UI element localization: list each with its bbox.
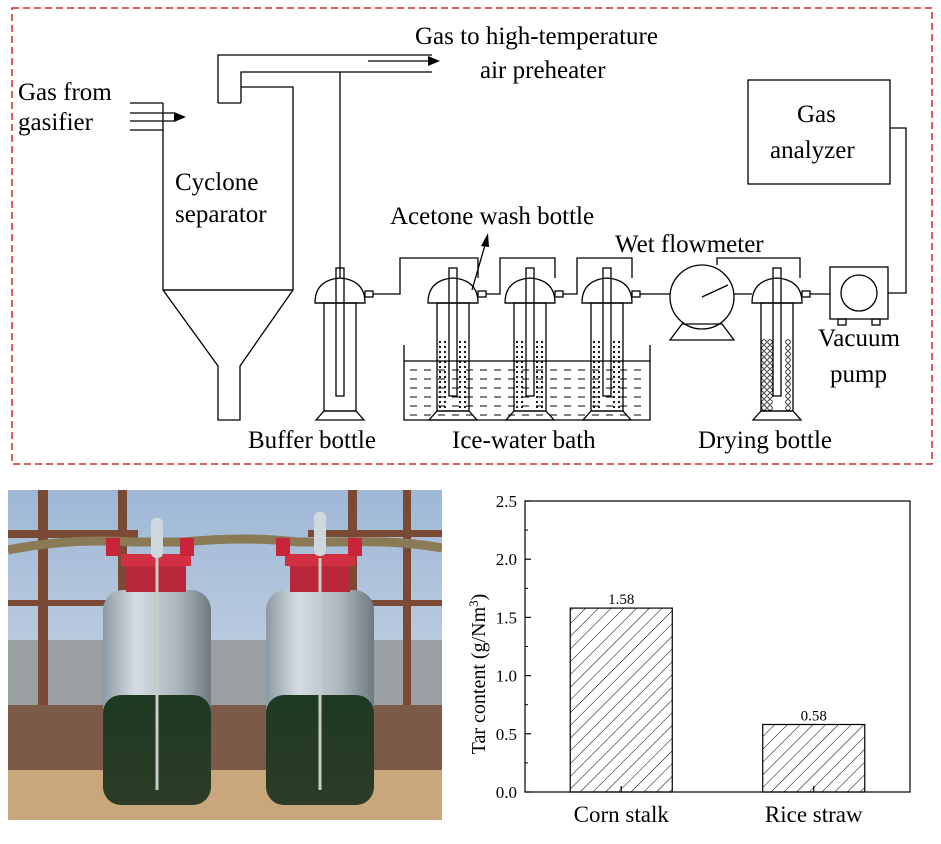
- connector-2: [486, 257, 556, 295]
- wet-flowmeter: [668, 264, 752, 341]
- y-axis-label-end: ): [468, 594, 490, 601]
- bar-data-label: 1.58: [608, 592, 634, 608]
- buffer-label: Buffer bottle: [248, 427, 376, 454]
- vacuum-pump: [829, 266, 889, 326]
- acetone-bottle-1: [427, 267, 487, 421]
- y-tick-label: 1.5: [496, 608, 517, 627]
- cyclone-label-1: Cyclone: [175, 169, 258, 196]
- photo-bottle-left: [103, 518, 211, 805]
- gas-analyzer-box: [747, 79, 891, 185]
- acetone-pointer: [471, 244, 486, 291]
- vacuum-label-1: Vacuum: [818, 325, 900, 352]
- connector-5: [716, 257, 801, 278]
- photo-bottle-right: [266, 512, 374, 805]
- inlet-arrowhead: [174, 112, 186, 122]
- y-axis-label-main: Tar content (g/Nm: [468, 606, 490, 754]
- bottle-liquid-pattern: [438, 340, 621, 409]
- inlet-arrow: [130, 112, 175, 122]
- drying-bottle: [751, 267, 811, 421]
- y-axis-label-sup: 3: [466, 600, 481, 607]
- cyclone-separator: [130, 54, 432, 421]
- bar-data-label: 0.58: [801, 708, 827, 724]
- gas-from-label-2: gasifier: [18, 109, 94, 136]
- tubing: [8, 534, 442, 555]
- buffer-bottle: [314, 267, 374, 421]
- bar-1: [569, 607, 673, 793]
- y-tick-label: 2.0: [496, 550, 517, 569]
- wet-flowmeter-label: Wet flowmeter: [615, 231, 764, 258]
- drying-label: Drying bottle: [698, 427, 832, 454]
- acetone-bottle-2: [504, 267, 564, 421]
- x-category-label: Rice straw: [765, 802, 863, 827]
- photo-ground: [8, 640, 442, 710]
- chart-bars: [569, 607, 866, 793]
- x-category-label: Corn stalk: [574, 802, 670, 827]
- y-tick-label: 0.5: [496, 725, 517, 744]
- acetone-label: Acetone wash bottle: [390, 203, 594, 230]
- cyclone-label-2: separator: [175, 201, 267, 228]
- gas-to-label-1: Gas to high-temperature: [415, 23, 658, 50]
- gas-analyzer-label-1: Gas: [797, 101, 836, 128]
- connector-7: [888, 127, 907, 294]
- y-tick-label: 0.0: [496, 783, 517, 802]
- dashed-frame: [11, 7, 933, 465]
- acetone-bottle-3: [581, 267, 641, 421]
- y-axis-label: Tar content (g/Nm3): [466, 594, 491, 755]
- gas-from-label-1: Gas from: [18, 79, 112, 106]
- vacuum-label-2: pump: [830, 361, 887, 388]
- outlet-arrowhead: [428, 56, 440, 66]
- tar-sampling-diagram: Gas from gasifier Gas to high-temperatur…: [11, 7, 933, 465]
- y-tick-label: 2.5: [496, 492, 517, 511]
- bar-2: [762, 723, 866, 793]
- y-tick-label: 1.0: [496, 667, 517, 686]
- connector-3: [563, 257, 633, 295]
- icebath-label: Ice-water bath: [452, 427, 596, 454]
- gas-analyzer-label-2: analyzer: [770, 137, 855, 164]
- connector-1: [373, 257, 479, 295]
- gas-to-label-2: air preheater: [480, 57, 606, 84]
- two-glass-bottles-photo: [8, 490, 442, 820]
- bath-water-pattern: [410, 369, 641, 416]
- drying-beads-pattern: [761, 339, 791, 411]
